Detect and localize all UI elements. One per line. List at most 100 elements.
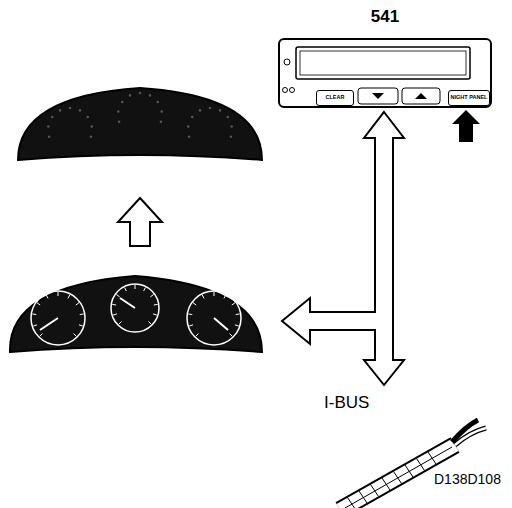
- cable-twist: [348, 498, 356, 508]
- dial-mark: [118, 120, 121, 123]
- gauge-tick: [189, 325, 193, 326]
- indicator: [283, 88, 288, 93]
- dial-mark: [209, 107, 212, 110]
- dial-mark: [48, 135, 51, 138]
- indicator: [290, 88, 295, 93]
- gauge-tick: [188, 313, 192, 315]
- bus-label: I-BUS: [324, 394, 369, 411]
- gauge-tick: [236, 313, 240, 315]
- gauge-tick: [46, 295, 48, 299]
- gauge-tick: [150, 294, 153, 296]
- gauge: [31, 291, 85, 345]
- gauge-tick: [125, 288, 127, 292]
- dial-mark: [86, 116, 89, 119]
- dial-mark: [51, 116, 54, 119]
- dial-mark: [47, 125, 50, 128]
- up-button: [402, 88, 440, 104]
- dial-mark: [226, 116, 229, 119]
- gauge-tick: [33, 325, 37, 326]
- gauge-tick: [79, 325, 83, 326]
- cable-twist: [371, 485, 379, 497]
- cable-twist: [382, 478, 390, 490]
- cable-twist: [405, 465, 413, 477]
- gauge: [111, 284, 159, 332]
- button: CLEAR: [316, 90, 354, 106]
- gauge-tick: [74, 334, 77, 337]
- dial-mark: [149, 94, 152, 97]
- cable-twist: [428, 452, 436, 464]
- dial-mark: [59, 109, 62, 112]
- gauge-ticks: [32, 285, 239, 336]
- gauge-tick: [230, 334, 233, 337]
- dial-mark: [160, 120, 163, 123]
- gauge-tick: [235, 325, 239, 326]
- dial-mark: [187, 125, 190, 128]
- hollow-arrow: [118, 198, 162, 246]
- figure-code: D138D108: [434, 472, 501, 486]
- gauge-tick: [80, 313, 84, 315]
- gauge-tick: [40, 334, 43, 337]
- dial-mark: [156, 101, 159, 104]
- gauge-tick: [196, 334, 199, 337]
- cable-twist: [359, 491, 367, 503]
- gauge-tick: [148, 321, 151, 324]
- gauge-tick: [119, 321, 122, 324]
- gauge-tick: [32, 313, 36, 315]
- pointer-arrow: [452, 110, 480, 142]
- dial-mark: [121, 101, 124, 104]
- dial-mark: [90, 135, 93, 138]
- gauge-tick: [112, 304, 116, 306]
- indicator: [284, 59, 290, 65]
- dial-mark: [230, 125, 233, 128]
- gauge-tick: [68, 295, 70, 299]
- gauge-tick: [58, 292, 59, 296]
- gauge-tick: [154, 304, 158, 306]
- button-label: CLEAR: [326, 95, 345, 101]
- gauge-tick: [37, 303, 40, 305]
- dial-mark: [79, 109, 82, 112]
- gauge-tick: [193, 303, 196, 305]
- cable-twist: [394, 472, 402, 484]
- cable-twist: [417, 459, 425, 471]
- double-arrow: [282, 112, 404, 385]
- gauge-tick: [202, 295, 204, 299]
- gauge-tick: [116, 294, 119, 296]
- dial-mark: [129, 94, 132, 97]
- control-unit: 541CLEARNIGHT PANEL: [278, 38, 492, 108]
- needle: [40, 318, 58, 330]
- dial-mark: [160, 110, 163, 113]
- gauge-tick: [214, 292, 215, 296]
- part-number: 541: [280, 8, 490, 25]
- gauge-tick: [232, 303, 235, 305]
- wire: [455, 428, 486, 445]
- button-label: NIGHT PANEL: [451, 95, 488, 101]
- cable-twist: [348, 452, 437, 508]
- instrument-cluster-dark: [18, 88, 262, 160]
- display-window: [300, 51, 466, 75]
- gauge-tick: [135, 285, 136, 289]
- dial-mark: [117, 110, 120, 113]
- gauge: [187, 291, 241, 345]
- display-window: [296, 47, 470, 79]
- up-symbol: [415, 93, 427, 99]
- down-symbol: [372, 93, 384, 99]
- down-button: [358, 88, 398, 104]
- dial-mark: [199, 109, 202, 112]
- gauge-tick: [76, 303, 79, 305]
- gauge-tick: [113, 314, 117, 315]
- gauge-tick: [144, 288, 146, 292]
- gauge-tick: [224, 295, 226, 299]
- dial-mark: [139, 92, 142, 95]
- dial-mark: [219, 109, 222, 112]
- needle: [120, 298, 135, 308]
- dial-mark: [188, 135, 191, 138]
- dial-mark: [90, 125, 93, 128]
- instrument-cluster-lit: [10, 276, 262, 352]
- dial-marks: [47, 92, 233, 138]
- dial-mark: [230, 135, 233, 138]
- gauge-tick: [153, 314, 157, 315]
- dial-mark: [191, 116, 194, 119]
